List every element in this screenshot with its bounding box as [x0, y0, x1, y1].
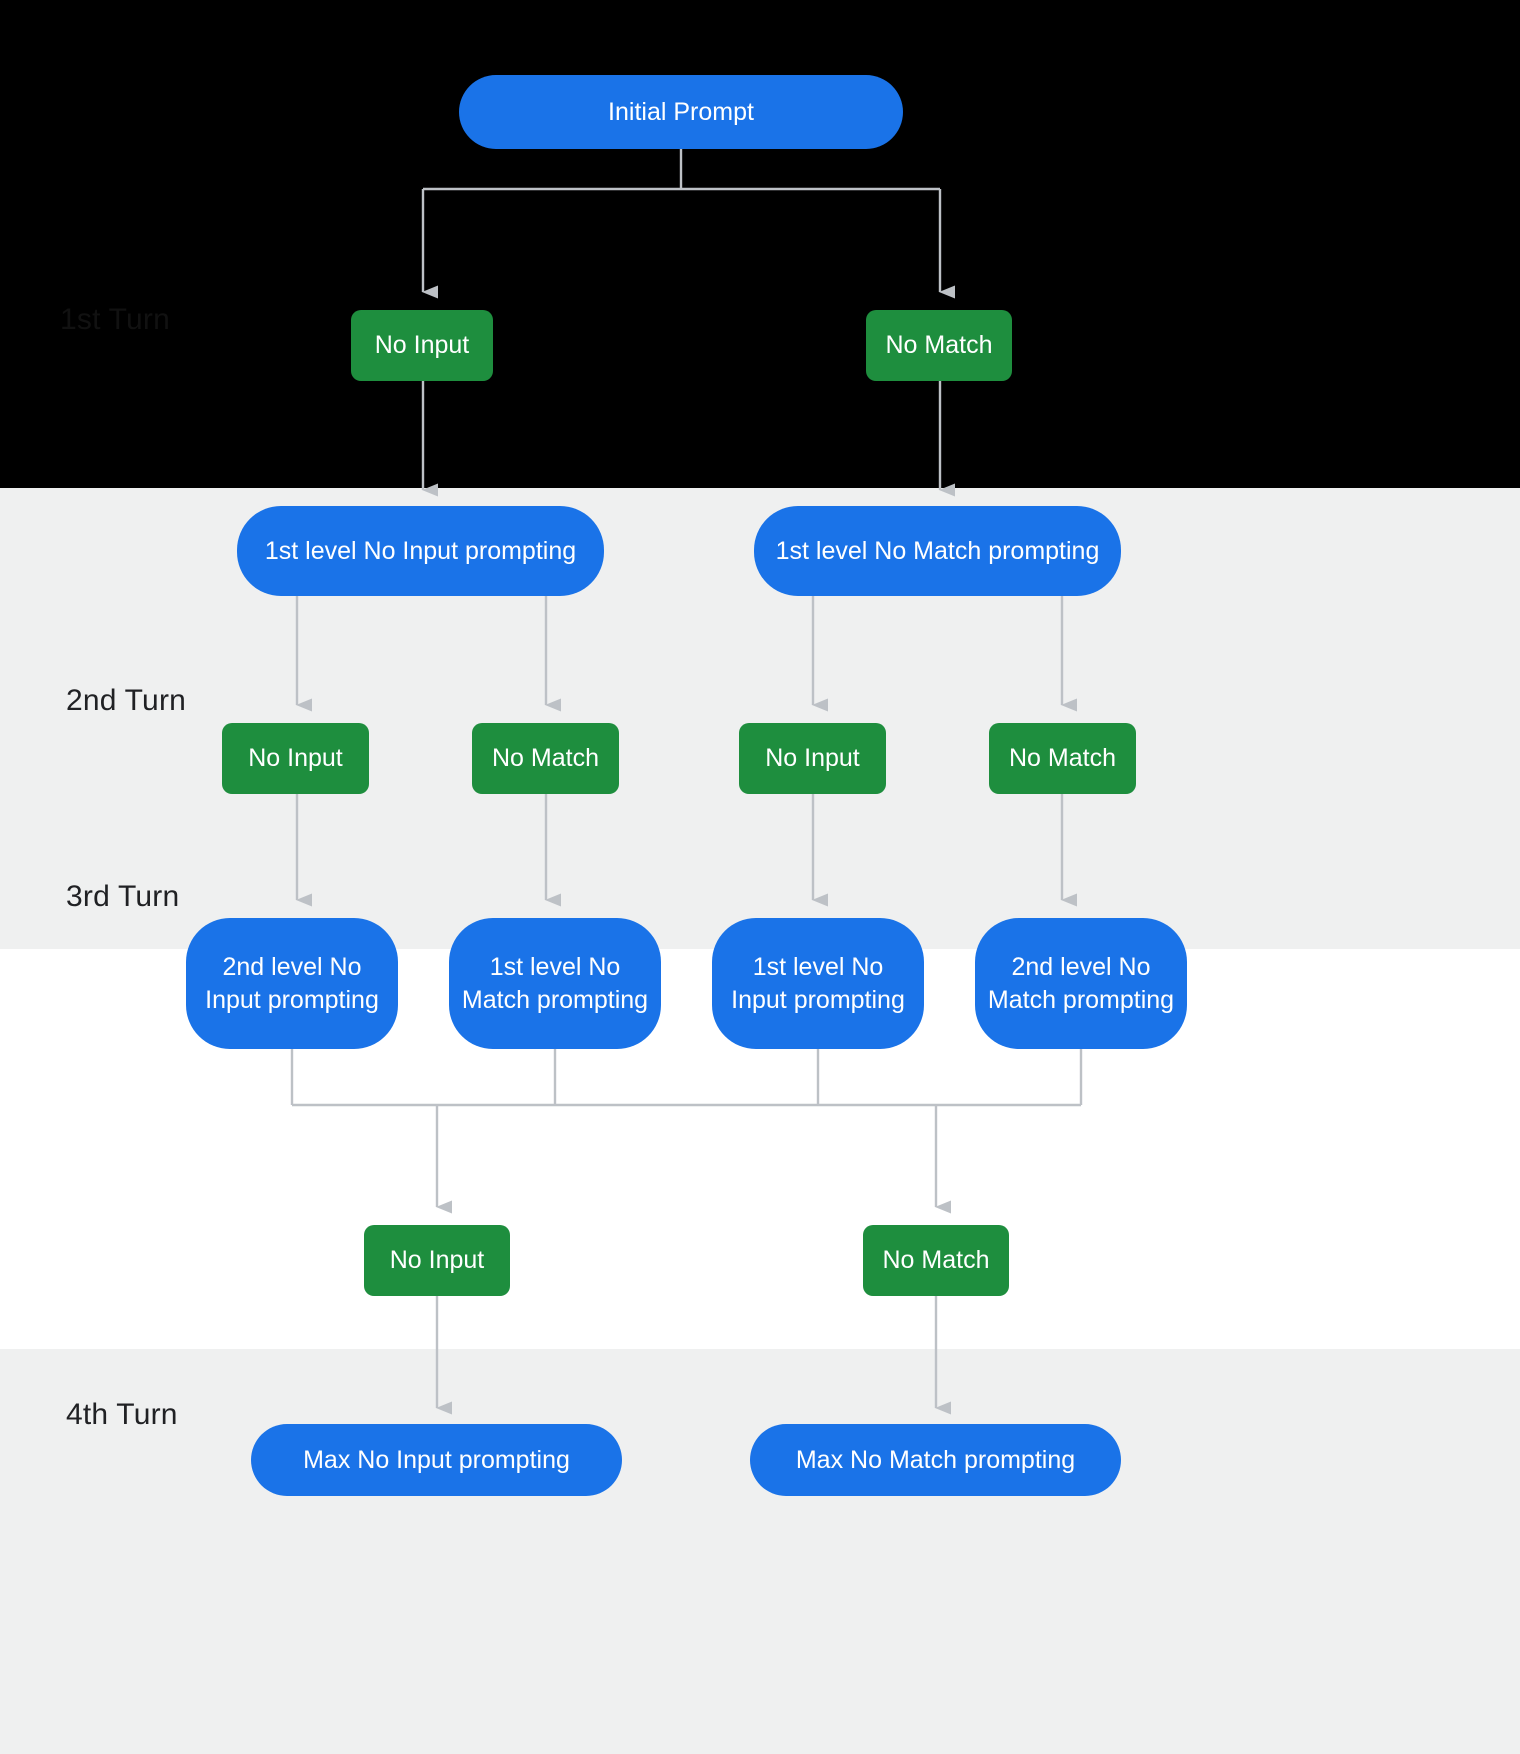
node-turn2-no-match-a[interactable]: No Match [472, 723, 619, 794]
turn-label-3rd: 3rd Turn [66, 880, 180, 913]
node-max-no-match-prompting[interactable]: Max No Match prompting [750, 1424, 1121, 1496]
turn-label-1st: 1st Turn [60, 303, 170, 336]
node-initial-prompt[interactable]: Initial Prompt [459, 75, 903, 149]
turn-label-2nd: 2nd Turn [66, 684, 187, 717]
node-turn2-no-input-a[interactable]: No Input [222, 723, 369, 794]
node-1st-level-no-match-prompting-turn3[interactable]: 1st level No Match prompting [449, 918, 661, 1049]
band-4th-turn [0, 1349, 1520, 1754]
node-max-no-input-prompting[interactable]: Max No Input prompting [251, 1424, 622, 1496]
node-turn2-no-match-b[interactable]: No Match [989, 723, 1136, 794]
node-1st-level-no-input-prompting[interactable]: 1st level No Input prompting [237, 506, 604, 596]
node-2nd-level-no-input-prompting[interactable]: 2nd level No Input prompting [186, 918, 398, 1049]
node-2nd-level-no-match-prompting[interactable]: 2nd level No Match prompting [975, 918, 1187, 1049]
node-turn1-no-match[interactable]: No Match [866, 310, 1012, 381]
node-turn3-no-match[interactable]: No Match [863, 1225, 1009, 1296]
node-1st-level-no-match-prompting[interactable]: 1st level No Match prompting [754, 506, 1121, 596]
node-turn2-no-input-b[interactable]: No Input [739, 723, 886, 794]
node-1st-level-no-input-prompting-turn3[interactable]: 1st level No Input prompting [712, 918, 924, 1049]
turn-label-4th: 4th Turn [66, 1398, 178, 1431]
node-turn3-no-input[interactable]: No Input [364, 1225, 510, 1296]
node-turn1-no-input[interactable]: No Input [351, 310, 493, 381]
